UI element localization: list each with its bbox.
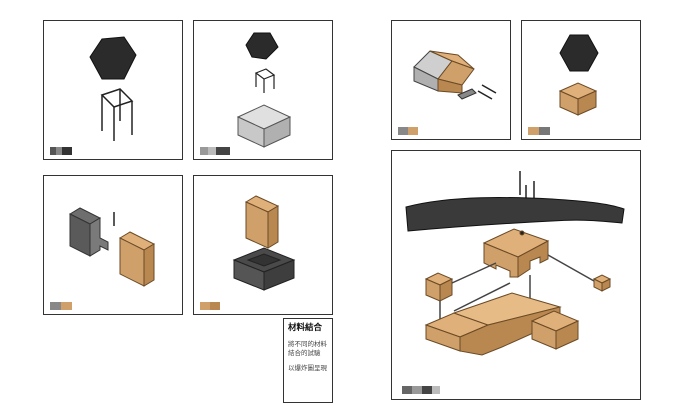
material-swatch bbox=[50, 302, 72, 310]
material-swatch bbox=[200, 147, 230, 155]
concrete-box bbox=[232, 247, 296, 291]
bolts bbox=[477, 84, 497, 100]
small-end-cube bbox=[592, 274, 612, 292]
steel-plate bbox=[457, 88, 477, 100]
wood-block bbox=[558, 82, 598, 116]
caption-title: 材料結合 bbox=[288, 323, 323, 333]
membrane-canopy bbox=[559, 34, 599, 72]
panel-concrete-wood-joint bbox=[43, 175, 183, 315]
panel-canopy-concrete bbox=[193, 20, 333, 160]
panel-concrete-wood-plate bbox=[391, 20, 511, 140]
wood-block bbox=[244, 195, 280, 249]
panel-wood-over-concrete bbox=[193, 175, 333, 315]
concrete-piece bbox=[68, 207, 109, 257]
central-wood-block bbox=[482, 228, 550, 278]
caption-box: 材料結合 將不同的材料結合的試驗 以爆炸圖呈現 bbox=[283, 318, 333, 403]
material-swatch bbox=[398, 127, 418, 135]
material-swatch bbox=[528, 127, 550, 135]
material-swatch bbox=[402, 386, 440, 394]
concrete-block bbox=[236, 104, 292, 148]
membrane-canopy bbox=[245, 32, 279, 60]
material-swatch bbox=[50, 147, 72, 155]
timber-log bbox=[405, 196, 625, 232]
base-wood-assembly bbox=[424, 292, 580, 356]
caption-line-1: 將不同的材料結合的試驗 bbox=[288, 340, 327, 357]
small-frame bbox=[254, 68, 276, 93]
wood-piece bbox=[118, 231, 156, 287]
caption-line-2: 以爆炸圖呈現 bbox=[288, 364, 327, 372]
membrane-canopy bbox=[89, 36, 137, 80]
steel-rods bbox=[439, 254, 595, 327]
panel-exploded-assembly bbox=[391, 150, 641, 400]
panel-canopy-frame bbox=[43, 20, 183, 160]
wood-roof-block bbox=[429, 50, 475, 94]
small-wood-cube bbox=[424, 272, 454, 302]
steel-frame bbox=[100, 88, 134, 141]
concrete-roof-block bbox=[413, 50, 453, 92]
panel-canopy-wood bbox=[521, 20, 641, 140]
material-swatch bbox=[200, 302, 220, 310]
